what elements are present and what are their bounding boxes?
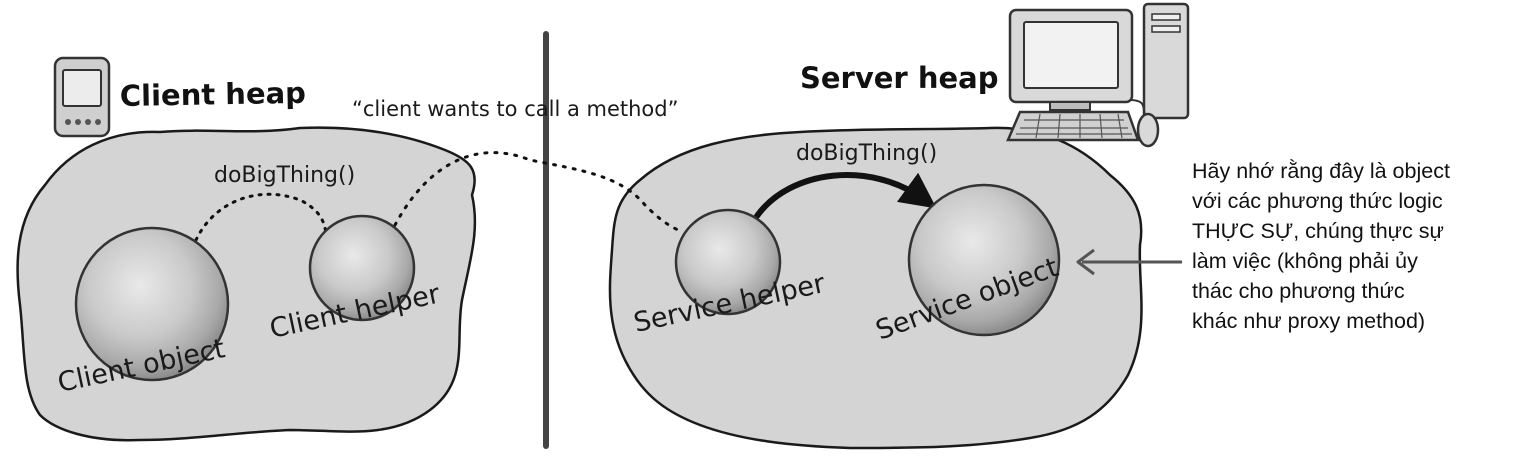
client-call-label: doBigThing() bbox=[214, 163, 355, 188]
network-call-quote: “client wants to call a method” bbox=[352, 97, 678, 121]
note-line: THỰC SỰ, chúng thực sự bbox=[1192, 219, 1444, 243]
network-dotted-path bbox=[393, 151, 680, 232]
client-helper-sphere bbox=[308, 214, 416, 322]
server-call-arrow bbox=[754, 172, 937, 219]
service-object-sphere bbox=[907, 183, 1061, 337]
client-call-dotted-path bbox=[194, 192, 328, 242]
note-line: khác như proxy method) bbox=[1192, 309, 1426, 333]
client-object-sphere bbox=[74, 226, 230, 382]
pda-icon bbox=[53, 56, 111, 138]
service-object-note: Hãy nhớ rằng đây là object với các phươn… bbox=[1192, 156, 1532, 336]
service-helper-sphere bbox=[674, 208, 782, 316]
note-line: thác cho phương thức bbox=[1192, 279, 1405, 303]
desktop-computer-icon bbox=[1006, 2, 1190, 148]
note-pointer-arrowhead bbox=[1076, 248, 1095, 276]
server-heap-title: Server heap bbox=[800, 61, 998, 95]
note-line: Hãy nhớ rằng đây là object bbox=[1192, 159, 1450, 183]
client-heap-title: Client heap bbox=[120, 76, 307, 113]
server-call-label: doBigThing() bbox=[796, 141, 937, 166]
note-line: với các phương thức logic bbox=[1192, 189, 1443, 213]
note-line: làm việc (không phải ủy bbox=[1192, 249, 1418, 273]
